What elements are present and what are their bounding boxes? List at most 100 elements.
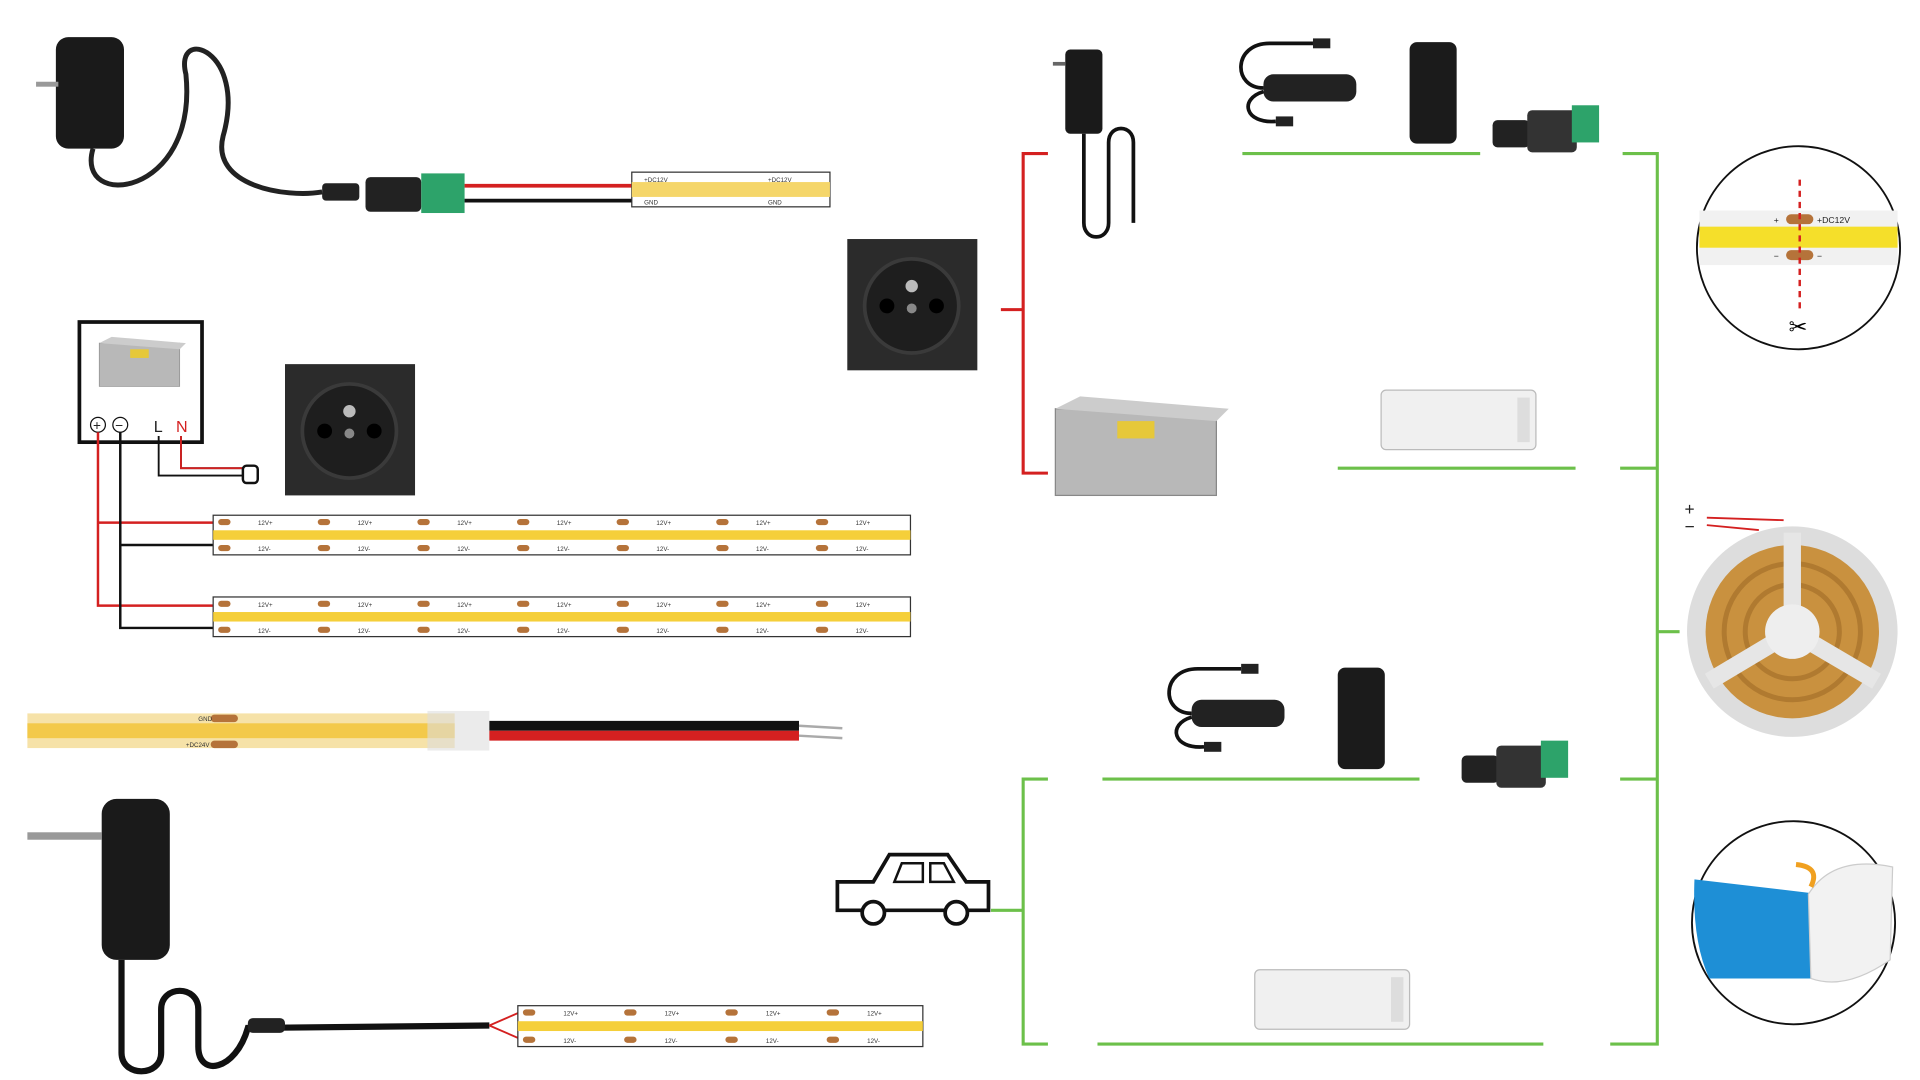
solder-pad xyxy=(716,518,729,526)
controller-box-top xyxy=(1380,389,1537,451)
strip-plus-label: 12V+ xyxy=(457,520,472,527)
cut-detail-circle: + +DC12V − − ✂ xyxy=(1695,145,1901,351)
solder-pad xyxy=(417,626,430,633)
dc-connector-right-top xyxy=(1492,105,1600,153)
solder-pad xyxy=(522,1036,536,1043)
strip-minus-label: 12V- xyxy=(756,546,769,553)
strip-minus-label: 12V- xyxy=(665,1038,678,1045)
wall-adapter-bottom xyxy=(27,798,519,1075)
strip-plus-label: 12V+ xyxy=(756,602,771,609)
controller-box-bottom xyxy=(1254,969,1411,1030)
controller-remote-top xyxy=(1239,36,1459,146)
reel-plus-label: + xyxy=(1685,499,1695,519)
solder-pad xyxy=(218,544,231,552)
solder-pad xyxy=(616,626,629,633)
strip-minus-label: 12V- xyxy=(856,628,869,635)
wall-socket-center xyxy=(845,237,980,373)
solder-pad xyxy=(815,518,829,526)
solder-pad xyxy=(826,1036,840,1043)
scissors-icon: ✂ xyxy=(1789,314,1808,339)
strip-plus-label: 12V+ xyxy=(557,520,572,527)
strip-minus-label: 12V- xyxy=(563,1038,576,1045)
solder-pad xyxy=(522,1009,536,1016)
solder-pad xyxy=(624,1036,637,1043)
green-lines xyxy=(990,152,1680,1046)
strip-minus-label: 12V- xyxy=(867,1038,880,1045)
strip-plus-label: 12V+ xyxy=(867,1011,882,1018)
psu-switching xyxy=(1054,395,1230,497)
strip-minus-label: 12V- xyxy=(358,628,371,635)
cob-plus-label: +DC24V xyxy=(186,742,210,749)
strip-plus-label: 12V+ xyxy=(258,602,273,609)
strip-plus-label: +DC12V xyxy=(768,177,792,184)
strip-minus-label: 12V- xyxy=(457,546,470,553)
strip-led-line xyxy=(213,530,911,540)
solder-pad xyxy=(815,544,829,552)
led-strip-3: 12V+12V-12V+12V-12V+12V-12V+12V- xyxy=(517,1005,924,1048)
solder-pad xyxy=(616,544,629,552)
solder-pad xyxy=(218,518,231,526)
strip-plus-label: 12V+ xyxy=(258,520,273,527)
strip-minus-label: 12V- xyxy=(766,1038,779,1045)
solder-pad xyxy=(516,600,530,607)
car-icon xyxy=(835,852,991,926)
led-strip-2: 12V+ 12V- 12V+ 12V- 12V+ 12V- 12V+ 12V- 12V+ 12V-… xyxy=(212,596,912,638)
wall-socket-left xyxy=(283,362,417,498)
solder-pad xyxy=(516,518,530,526)
strip-minus-label: 12V- xyxy=(557,546,570,553)
solder-pad xyxy=(815,600,829,607)
solder-pad xyxy=(716,626,729,633)
solder-pad xyxy=(417,600,430,607)
strip-minus-label: 12V- xyxy=(656,546,669,553)
strip-minus-label: 12V- xyxy=(258,546,271,553)
led-strip-top: +DC12V +DC12V GND GND xyxy=(631,171,831,208)
strip-plus-label: 12V+ xyxy=(856,520,871,527)
red-bracket xyxy=(1000,152,1048,475)
solder-pad xyxy=(516,626,530,633)
strip-plus-label: 12V+ xyxy=(766,1011,781,1018)
strip-plus-label: 12V+ xyxy=(358,602,373,609)
cob-strip-with-cable: GND +DC24V xyxy=(27,710,843,751)
live-label: L xyxy=(154,418,163,436)
plug-in-adapter-us xyxy=(1052,49,1136,239)
plus-terminal-label: + xyxy=(93,418,101,433)
dc-connector-top xyxy=(365,173,465,214)
cut-minus-right-label: − xyxy=(1817,251,1822,261)
solder-pad xyxy=(317,544,331,552)
solder-pad xyxy=(417,544,430,552)
solder-pad xyxy=(218,626,231,633)
strip-plus-label: 12V+ xyxy=(557,602,572,609)
solder-pad xyxy=(317,626,331,633)
solder-pad xyxy=(725,1036,738,1043)
solder-pad xyxy=(616,600,629,607)
strip-plus-label: 12V+ xyxy=(358,520,373,527)
strip-minus-label: 12V- xyxy=(756,628,769,635)
solder-pad xyxy=(516,544,530,552)
strip-plus-label: 12V+ xyxy=(756,520,771,527)
minus-terminal-label: − xyxy=(115,418,123,433)
strip-minus-label: 12V- xyxy=(258,628,271,635)
controller-remote-bottom xyxy=(1167,661,1387,771)
strip-minus-label: 12V- xyxy=(358,546,371,553)
solder-pad xyxy=(317,600,331,607)
solder-pad xyxy=(826,1009,840,1016)
cut-minus-label: − xyxy=(1774,251,1779,261)
reel-minus-label: − xyxy=(1685,517,1695,537)
strip-plus-label: 12V+ xyxy=(656,602,671,609)
solder-pad xyxy=(725,1009,738,1016)
strip-minus-label: 12V- xyxy=(856,546,869,553)
cut-plus-label: + xyxy=(1774,215,1779,225)
adhesive-tape-circle xyxy=(1691,820,1897,1026)
strip-plus-label: 12V+ xyxy=(457,602,472,609)
strip-minus-label: GND xyxy=(768,199,782,206)
plug-icon xyxy=(241,464,259,485)
led-reel: + − xyxy=(1685,499,1898,737)
strip-minus-label: 12V- xyxy=(557,628,570,635)
dc-connector-right-bottom xyxy=(1461,740,1569,788)
led-strip-1: 12V+ 12V- 12V+ 12V- 12V+ 12V- 12V+ 12V- 12V+ 12V-… xyxy=(212,514,912,556)
psu-box: + − L N xyxy=(77,320,204,445)
peel-arrow-icon xyxy=(1795,862,1817,888)
solder-pad xyxy=(716,600,729,607)
cut-voltage-label: +DC12V xyxy=(1817,215,1850,225)
